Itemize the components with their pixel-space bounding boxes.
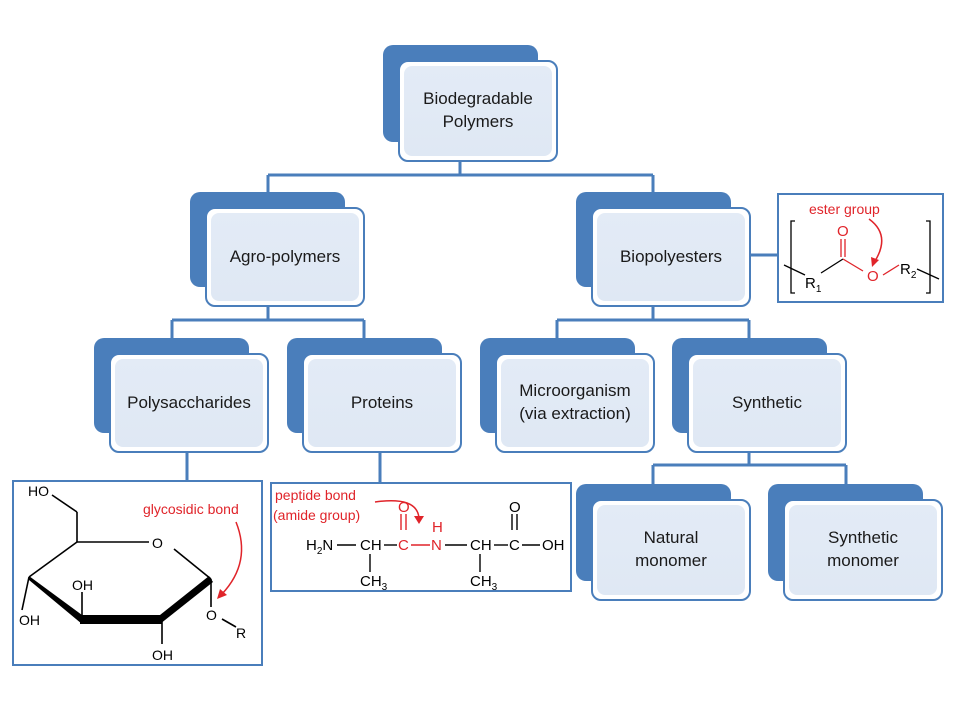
right-bracket <box>926 220 931 294</box>
node-label: Biodegradable Polymers <box>423 89 533 131</box>
node-label: Polysaccharides <box>127 392 251 412</box>
carbonyl-carbon-label: C <box>398 537 409 554</box>
node-label: Natural monomer <box>635 528 707 570</box>
node-label: Agro-polymers <box>229 246 341 266</box>
node-synthetic: Synthetic <box>672 338 847 453</box>
ho-label: HO <box>28 483 49 499</box>
ring-wedge-right <box>160 576 213 624</box>
node-synthetic-monomer: Synthetic monomer <box>768 484 943 601</box>
annotation-arrowhead <box>871 257 879 267</box>
ring-bold-bottom <box>80 615 162 624</box>
amide-group-annotation: (amide group) <box>273 507 360 523</box>
oh-label: OH <box>72 577 93 593</box>
node-biodegradable-polymers: Biodegradable Polymers <box>383 45 558 162</box>
node-natural-monomer: Natural monomer <box>576 484 751 601</box>
r-label: R <box>236 625 246 641</box>
node-polysaccharides: Polysaccharides <box>94 338 269 453</box>
methyl-label: CH3 <box>470 573 498 590</box>
annotation-arrow <box>221 521 243 595</box>
hydroxyl-label: OH <box>542 537 565 554</box>
node-biopolyesters: Biopolyesters <box>576 192 751 307</box>
ester-oxygen-label: O <box>867 268 879 285</box>
node-label: Biopolyesters <box>619 246 723 266</box>
ester-group-annotation: ester group <box>809 201 880 217</box>
r1-label: R1 <box>805 275 822 295</box>
methyl-label: CH3 <box>360 573 388 590</box>
ring-oxygen-label: O <box>152 535 163 551</box>
ester-group-panel: ester group O O R1 R2 <box>777 193 944 303</box>
connector-synthetic <box>651 450 848 484</box>
node-label: Synthetic <box>732 392 802 412</box>
node-proteins: Proteins <box>287 338 462 453</box>
peptide-structure: peptide bond (amide group) H2N CH CH3 C … <box>273 487 565 590</box>
amide-hydrogen-label: H <box>432 519 443 536</box>
acid-oxygen-label: O <box>509 499 521 516</box>
node-label: Proteins <box>350 392 414 412</box>
node-label: Microorganism (via extraction) <box>519 381 631 423</box>
glycosidic-bond-annotation: glycosidic bond <box>143 501 239 517</box>
link-oxygen-label: O <box>206 607 217 623</box>
ester-structure: ester group O O R1 R2 <box>783 201 940 295</box>
annotation-arrow <box>374 500 420 519</box>
alpha-carbon-label: CH <box>360 537 382 554</box>
r2-label: R2 <box>900 261 917 281</box>
oh-label: OH <box>19 612 40 628</box>
alpha-carbon-label: CH <box>470 537 492 554</box>
peptide-bond-panel: peptide bond (amide group) H2N CH CH3 C … <box>270 482 572 592</box>
annotation-arrow <box>868 218 883 262</box>
node-label: Synthetic monomer <box>827 528 899 570</box>
connector-biopolyesters <box>555 305 751 338</box>
peptide-bond-annotation: peptide bond <box>275 487 356 503</box>
amide-nitrogen-label: N <box>431 537 442 554</box>
acid-carbon-label: C <box>509 537 520 554</box>
amine-label: H2N <box>306 537 333 557</box>
oh-label: OH <box>152 647 173 663</box>
left-bracket <box>790 220 795 294</box>
carbonyl-oxygen-label: O <box>398 499 410 516</box>
glucose-structure: HO O OH OH OH O R glycosidic bond <box>19 483 246 663</box>
ring-wedge-left <box>29 576 82 624</box>
connector-root <box>266 160 655 192</box>
annotation-arrowhead <box>217 589 227 599</box>
node-microorganism: Microorganism (via extraction) <box>480 338 655 453</box>
carbonyl-oxygen-label: O <box>837 223 849 240</box>
node-agro-polymers: Agro-polymers <box>190 192 365 307</box>
glycosidic-bond-panel: HO O OH OH OH O R glycosidic bond <box>12 480 263 666</box>
connector-agro <box>170 305 366 338</box>
annotation-arrowhead <box>414 516 424 524</box>
